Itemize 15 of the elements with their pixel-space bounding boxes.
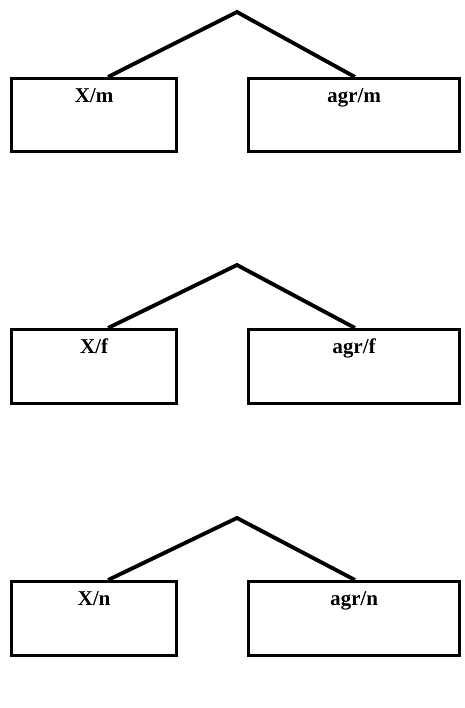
feature-box <box>10 328 178 405</box>
feature-label: X/f <box>80 333 108 360</box>
feature-box <box>247 77 461 153</box>
feature-label: X/n <box>78 585 110 612</box>
tree-branch-line <box>107 262 356 330</box>
tree-branch-line <box>107 10 356 79</box>
feature-label: agr/m <box>327 82 381 108</box>
tree-branch-line <box>107 516 356 582</box>
feature-label: agr/f <box>332 333 376 360</box>
feature-box <box>10 580 178 657</box>
feature-label: agr/n <box>330 585 378 612</box>
feature-box <box>247 328 461 405</box>
feature-box <box>247 580 461 657</box>
feature-box <box>10 77 178 153</box>
feature-label: X/m <box>74 82 114 108</box>
